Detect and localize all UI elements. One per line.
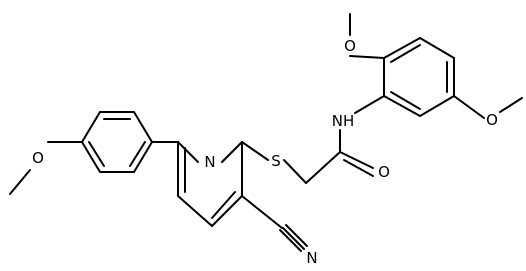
bond [499,97,523,113]
bond [343,159,374,177]
bond [211,191,236,219]
bond [453,95,485,119]
bond [383,95,421,117]
bond [88,141,105,167]
bond [339,151,374,169]
bond [129,141,146,167]
bond [383,37,421,59]
bond [305,151,341,184]
bond [419,37,455,59]
bond [221,141,243,163]
bond [81,111,101,143]
bond [9,169,31,195]
atom-label-methoxy-o-top: O [344,37,356,55]
atom-labels: N S O NH N O O O [32,37,498,267]
bond [177,141,199,163]
bond [279,229,302,252]
bond [283,159,307,184]
bond [177,195,213,227]
bond [354,95,385,114]
atom-label-nitrile-n: N [306,249,317,267]
atom-label-methoxy-o-left: O [32,149,44,167]
atom-label-pyridine-n: N [204,153,215,171]
atom-label-thioether-s: S [271,152,281,170]
bond [390,44,421,63]
bond [211,195,243,227]
bond [390,91,421,110]
bond [285,224,308,247]
bond [349,55,385,59]
bonds [9,13,523,252]
bond [241,195,283,229]
atom-label-amide-nh: NH [332,112,355,130]
bond [133,141,153,173]
bond [282,227,305,250]
bond [419,95,455,117]
bond [241,141,269,161]
bond [133,111,153,143]
bond [81,141,101,173]
atom-label-amide-o: O [378,163,390,181]
atom-label-methoxy-o-right: O [486,111,498,129]
